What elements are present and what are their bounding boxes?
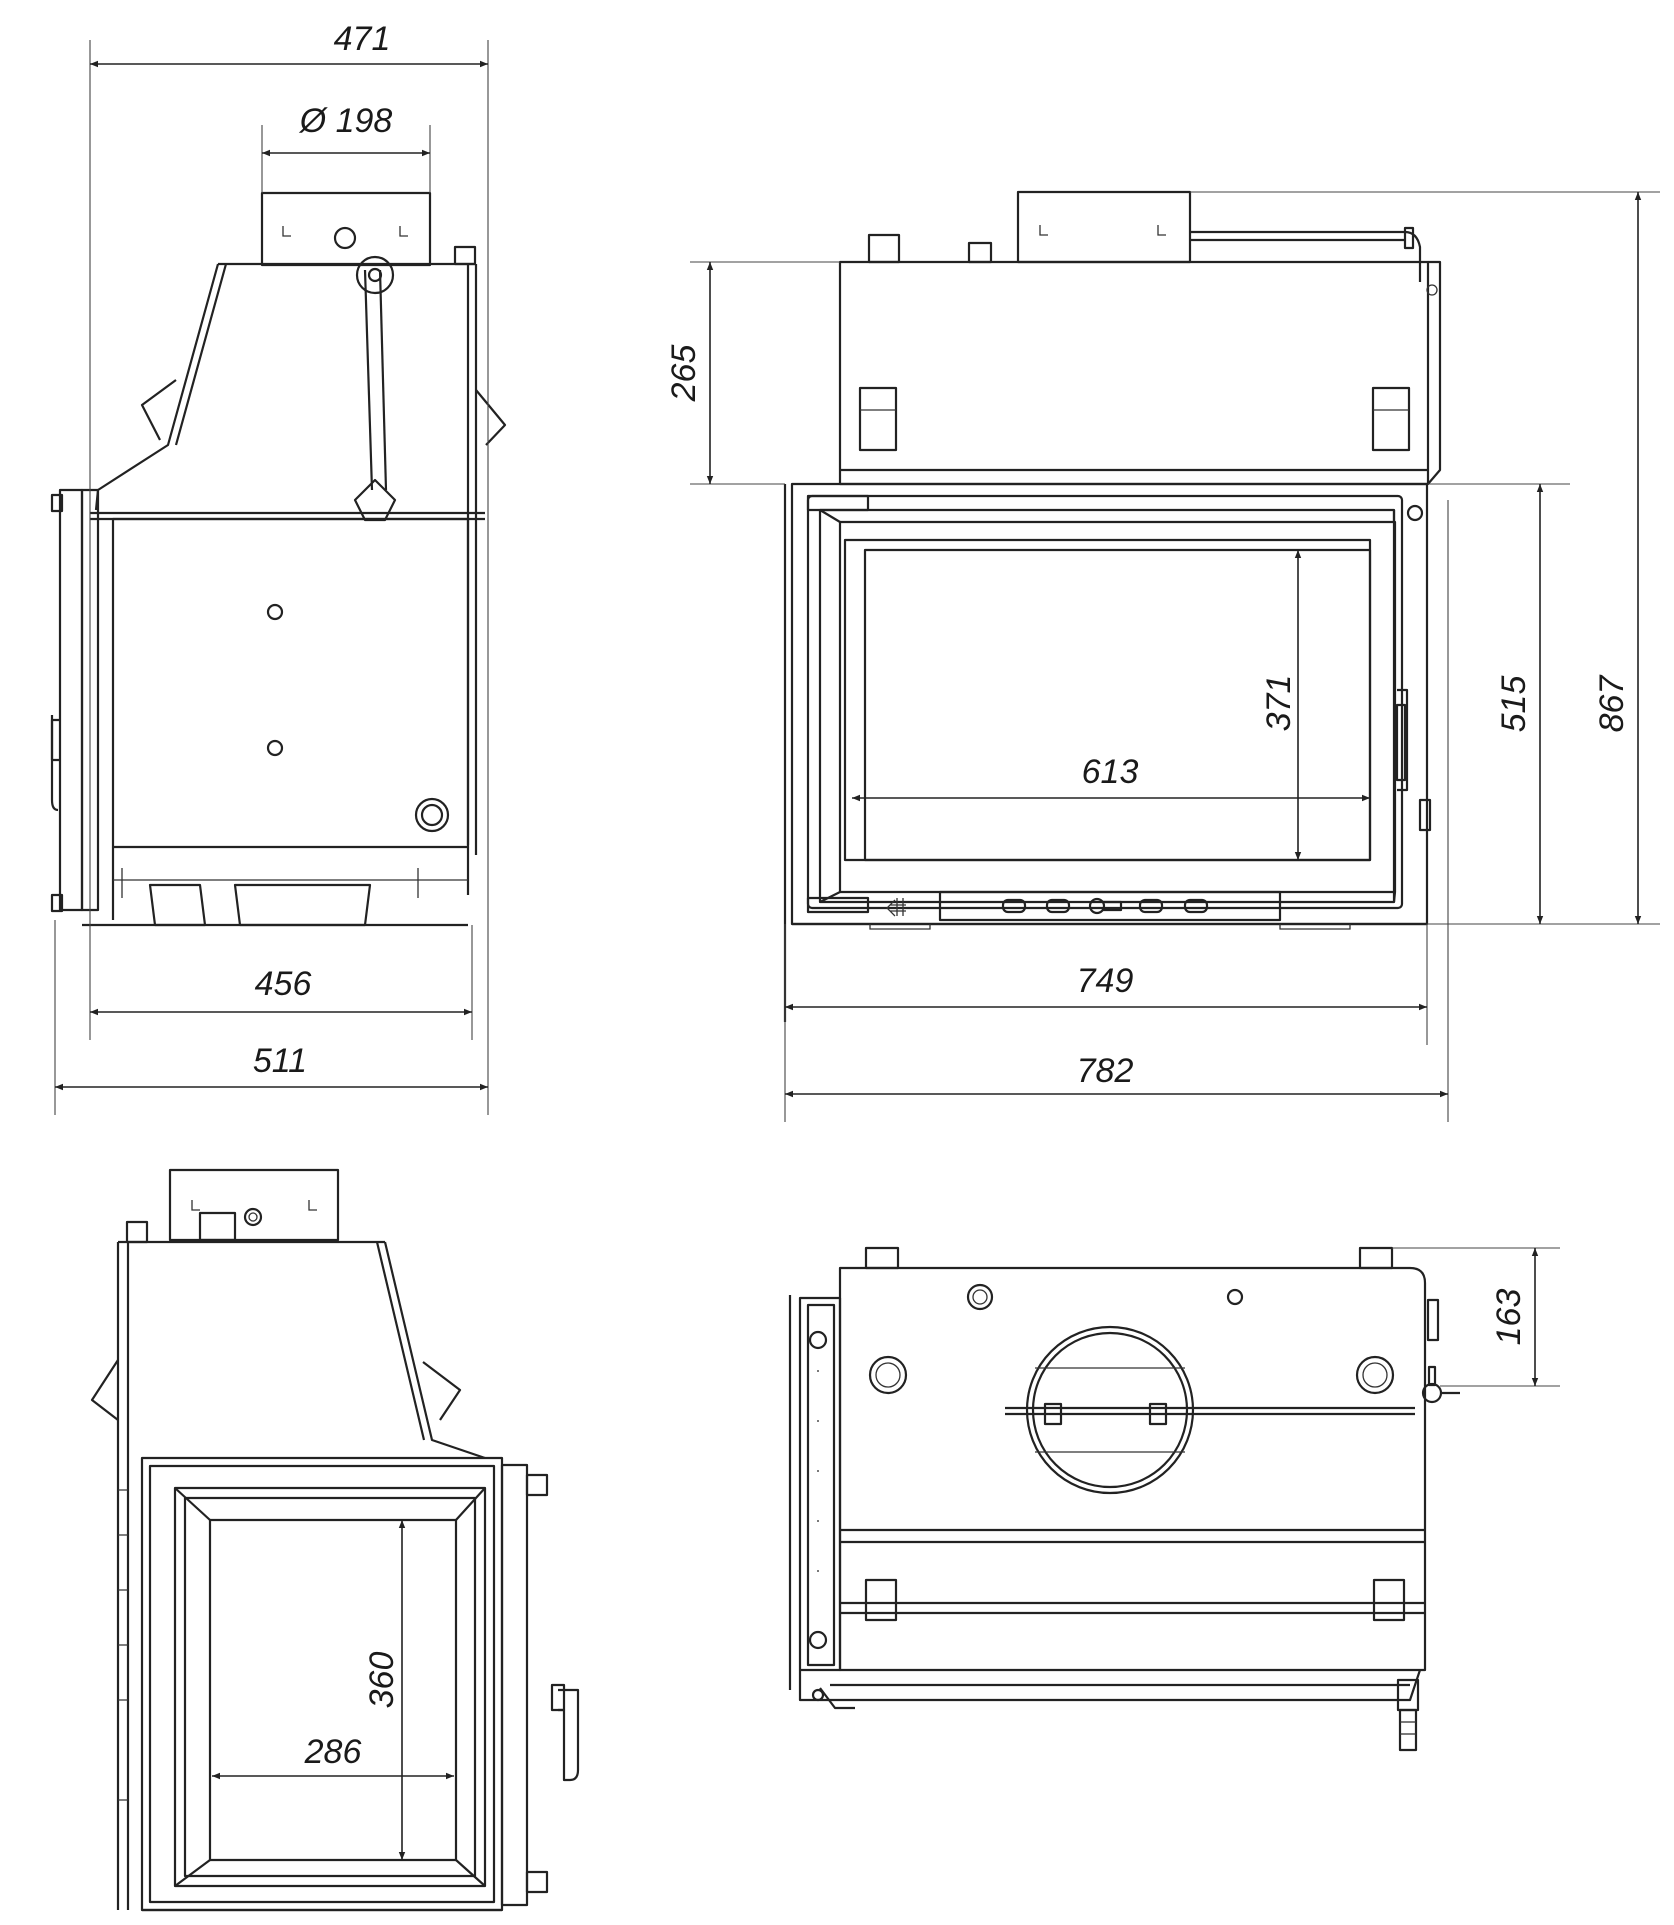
dim-front-door-height: 515 [1495, 676, 1533, 733]
dim-front-glass-height: 371 [1260, 675, 1298, 732]
dim-top-offset: 163 [1490, 1289, 1528, 1346]
dim-front-upper-height: 265 [665, 345, 703, 403]
dim-side-width-top: 471 [334, 20, 391, 58]
side-view-dimensions: 471 Ø 198 456 511 [54, 20, 489, 1115]
side-glass-dimensions: 360 286 [212, 1520, 454, 1860]
dim-flue-diameter: Ø 198 [299, 102, 393, 140]
dim-side-depth-total: 511 [253, 1042, 307, 1080]
front-view [783, 190, 1442, 1022]
side-view [50, 191, 507, 927]
front-view-dimensions: 265 371 613 515 867 749 782 [665, 191, 1660, 1122]
side-glass-view [90, 1168, 580, 1912]
dim-side-glass-width: 286 [304, 1733, 362, 1771]
dim-side-depth-inner: 456 [255, 965, 312, 1003]
top-view [788, 1246, 1460, 1752]
top-view-dimensions: 163 [1392, 1247, 1560, 1387]
dim-front-body-width: 749 [1077, 962, 1134, 1000]
dim-front-total-width: 782 [1077, 1052, 1134, 1090]
dim-side-glass-height: 360 [363, 1652, 401, 1709]
dim-front-total-height: 867 [1593, 675, 1631, 733]
dim-front-glass-width: 613 [1082, 753, 1139, 791]
